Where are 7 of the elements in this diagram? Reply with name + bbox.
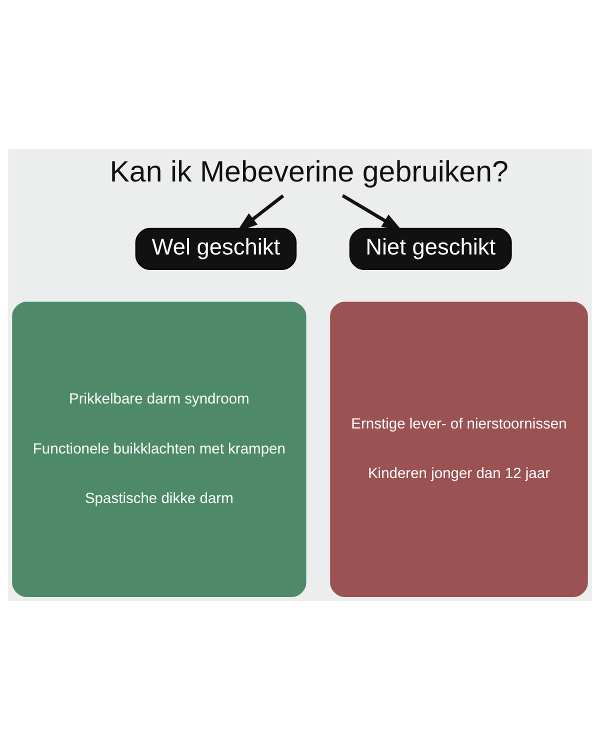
arrow [237, 194, 284, 232]
arrow [342, 194, 402, 232]
node-box: Wel geschikt [135, 228, 297, 270]
node-box: Ernstige lever- of nierstoornissen Kinderen jonger dan 12 jaar [330, 302, 588, 598]
node-text: Kan ik Mebeverine gebruiken? [110, 156, 508, 189]
node-box: Prikkelbare darm syndroom Functionele buikklachten met krampen Spastische dikke darm [12, 302, 306, 598]
node-box: Niet geschikt [349, 228, 512, 270]
